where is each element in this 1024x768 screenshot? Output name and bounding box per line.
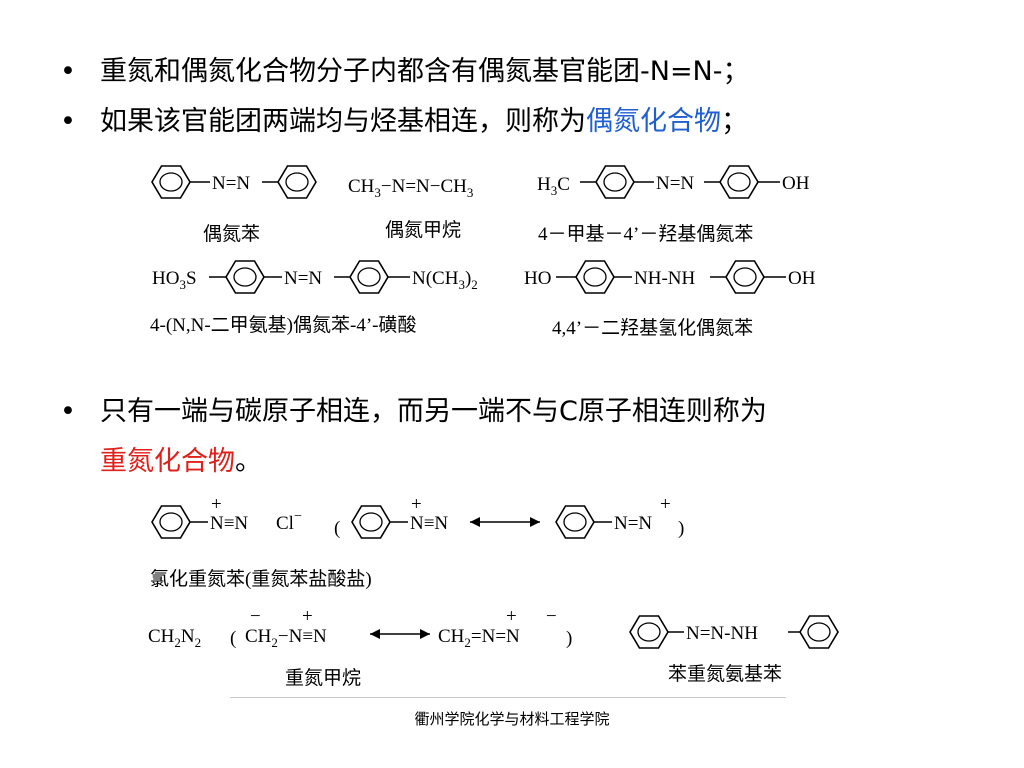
azo-link: N=N [656, 173, 694, 194]
sulfonic-azobenzene-structure: HO3S N=N N(CH3)2 4-(N,N-二甲氨基)偶氮苯-4’-磺酸 [150, 260, 478, 336]
footer-institution: 衢州学院化学与材料工程学院 [414, 710, 610, 728]
diazonium-group: N≡N [210, 513, 248, 534]
azomethane-structure: CH3−N=N−CH3 偶氮甲烷 [348, 176, 473, 241]
hydroxy-group: OH [782, 173, 810, 194]
hydroxy-right: OH [788, 268, 816, 289]
azomethane-caption: 偶氮甲烷 [385, 219, 461, 241]
bullet-3-continuation: 重氮化合物。 [100, 444, 262, 480]
diazonium-chloride-caption: 氯化重氮苯(重氮苯盐酸盐) [150, 568, 372, 590]
diazomethane-formula: CH2N2 [148, 626, 201, 650]
bullet-2-text: 如果该官能团两端均与烃基相连，则称为 [100, 106, 586, 137]
bullet-marker: • [60, 56, 76, 87]
bullet-2-end: ； [721, 106, 748, 137]
svg-text:+: + [506, 606, 517, 627]
azo-group-label: N=N [212, 173, 250, 194]
chloride-ion: Cl− [276, 509, 302, 534]
dimethylamino-group: N(CH3)2 [412, 268, 478, 292]
bullet-3-end: 。 [235, 446, 262, 477]
svg-text:): ) [566, 628, 572, 649]
svg-text:N=N: N=N [614, 513, 652, 534]
diazoamino-link: N=N-NH [686, 623, 758, 644]
svg-text:−: − [546, 606, 557, 627]
azo-compound-term: 偶氮化合物 [586, 106, 721, 137]
svg-text:+: + [411, 494, 422, 515]
bullet-marker: • [60, 106, 76, 137]
svg-text:+: + [660, 494, 671, 515]
sulfonic-group: HO3S [152, 268, 197, 292]
bullet-1-text: 重氮和偶氮化合物分子内都含有偶氮基官能团-N=N-； [100, 56, 750, 87]
azo-link: N=N [284, 268, 322, 289]
svg-text:N≡N: N≡N [410, 513, 448, 534]
sulfonic-caption: 4-(N,N-二甲氨基)偶氮苯-4’-磺酸 [150, 314, 416, 336]
hydrazo-caption: 4,4’－二羟基氢化偶氮苯 [552, 317, 753, 339]
bullet-marker: • [60, 396, 76, 427]
svg-text:): ) [678, 518, 684, 539]
diazonium-chloride-structure: N≡N + Cl− [151, 494, 302, 539]
azobenzene-caption: 偶氮苯 [203, 223, 260, 245]
hydroxy-left: HO [524, 268, 551, 289]
methyl-hydroxy-azobenzene-structure: H3C N=N OH 4－甲基－4’－羟基偶氮苯 [537, 165, 810, 245]
svg-text:CH2−N≡N: CH2−N≡N [245, 626, 327, 650]
bullet-1: • 重氮和偶氮化合物分子内都含有偶氮基官能团-N=N-； [60, 54, 750, 90]
diazo-compound-term: 重氮化合物 [100, 446, 235, 477]
hydrazo-link: NH-NH [634, 268, 695, 289]
diazomethane-structure: CH2N2 ( − + CH2−N≡N CH2=N=N + − ) 重氮甲烷 [148, 606, 572, 689]
diazomethane-caption: 重氮甲烷 [285, 667, 361, 689]
bullet-3-text: 只有一端与碳原子相连，而另一端不与C原子相连则称为 [100, 396, 767, 427]
methyl-hydroxy-caption: 4－甲基－4’－羟基偶氮苯 [538, 223, 753, 245]
hydrazo-structure: HO NH-NH OH 4,4’－二羟基氢化偶氮苯 [524, 260, 816, 339]
diazoaminobenzene-caption: 苯重氮氨基苯 [668, 663, 782, 685]
footer-divider [230, 697, 786, 698]
svg-text:+: + [302, 606, 313, 627]
svg-text:(: ( [334, 518, 340, 539]
bullet-2: • 如果该官能团两端均与烃基相连，则称为偶氮化合物； [60, 104, 748, 140]
bullet-3: • 只有一端与碳原子相连，而另一端不与C原子相连则称为 [60, 394, 767, 430]
azomethane-formula: CH3−N=N−CH3 [348, 176, 473, 200]
diazonium-resonance: ( + N≡N N=N + ) [334, 494, 684, 539]
methyl-group: H3C [537, 174, 570, 198]
svg-text:CH2=N=N: CH2=N=N [438, 626, 520, 650]
svg-text:+: + [211, 494, 222, 515]
svg-text:(: ( [230, 628, 236, 649]
azobenzene-structure: N=N 偶氮苯 [151, 165, 317, 245]
diazoaminobenzene-structure: N=N-NH 苯重氮氨基苯 [629, 615, 839, 685]
svg-text:−: − [250, 606, 261, 627]
